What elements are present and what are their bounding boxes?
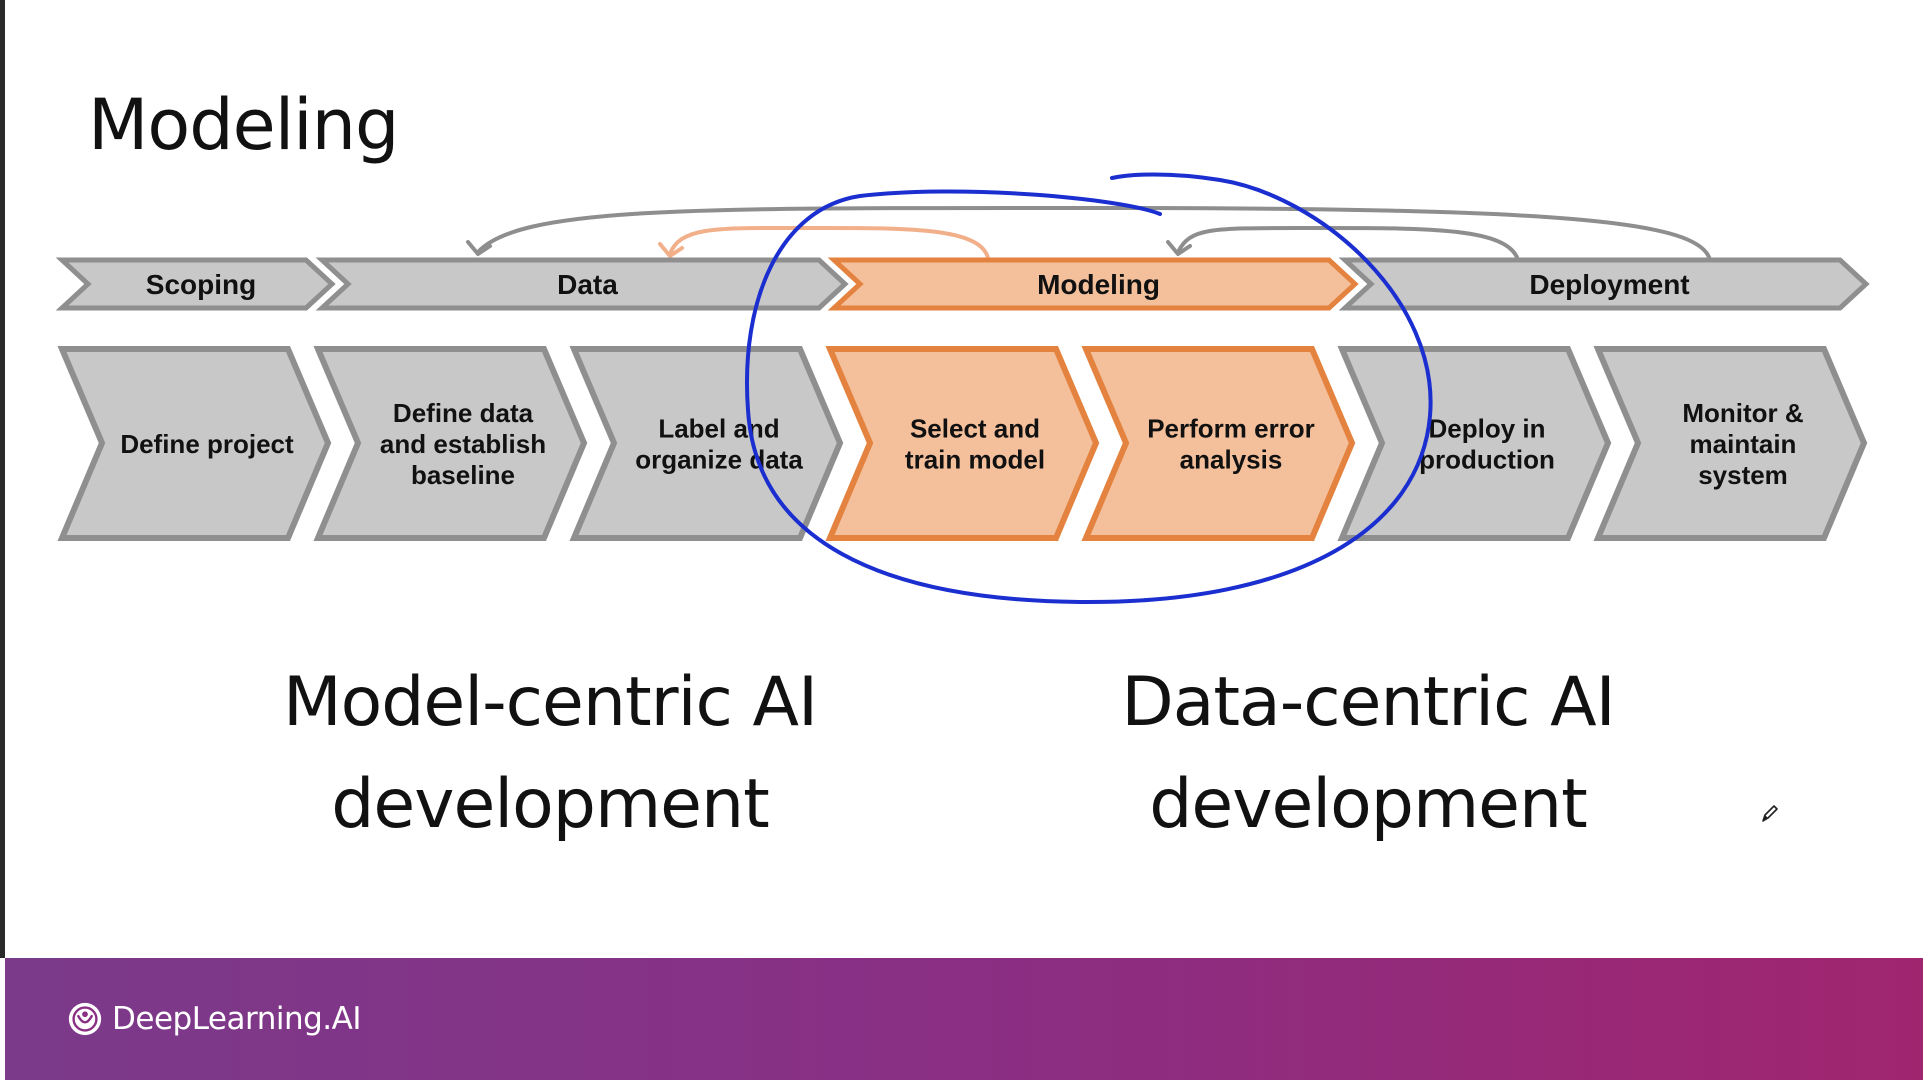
annotation-circle	[745, 172, 1433, 605]
phase-label: Modeling	[1037, 269, 1160, 300]
phase-label: Scoping	[146, 269, 256, 300]
step-label: Monitor &	[1682, 398, 1803, 428]
step-label: system	[1698, 460, 1788, 490]
phase-label: Data	[557, 269, 618, 300]
step-chevron-1	[57, 346, 332, 541]
footer-bar	[5, 958, 1923, 1080]
model-centric-caption: Model-centric AI development	[200, 652, 900, 856]
model-centric-line1: Model-centric AI	[282, 663, 818, 742]
step-label: Select and	[910, 414, 1040, 444]
phase-chevron-modeling	[827, 257, 1359, 311]
step-label: Label and	[658, 414, 779, 444]
step-chevron-7	[1593, 346, 1868, 541]
feedback-arrow-modeling-to-data	[668, 225, 990, 259]
data-centric-line2: development	[1149, 765, 1588, 844]
step-label: Define project	[120, 429, 294, 459]
phase-chevron-scoping	[55, 257, 336, 311]
left-window-edge	[0, 0, 5, 958]
step-chevron-4	[825, 346, 1100, 541]
data-centric-caption: Data-centric AI development	[1058, 652, 1678, 856]
feedback-arrow-deployment-to-modeling	[1176, 225, 1520, 261]
pen-cursor-icon	[1760, 803, 1780, 830]
step-label: organize data	[635, 445, 803, 475]
step-chevron-2	[313, 346, 588, 541]
step-label: analysis	[1180, 445, 1283, 475]
feedback-arrows	[466, 205, 1712, 261]
step-label: production	[1419, 445, 1555, 475]
deeplearning-ai-logo-icon	[68, 1002, 102, 1036]
model-centric-line2: development	[331, 765, 770, 844]
feedback-arrow-deployment-to-data	[476, 205, 1712, 261]
deeplearning-ai-logo: DeepLearning.AI	[66, 1000, 361, 1038]
step-label: maintain	[1690, 429, 1797, 459]
step-label: train model	[905, 445, 1045, 475]
phase-row: Scoping Data Modeling Deployment	[55, 257, 1870, 311]
step-label: and establish	[380, 429, 546, 459]
step-label: Define data	[393, 398, 534, 428]
logo-text: DeepLearning.AI	[112, 1001, 361, 1037]
step-label: Deploy in	[1428, 414, 1545, 444]
phase-label: Deployment	[1529, 269, 1689, 300]
step-chevron-3	[569, 346, 844, 541]
step-chevron-6	[1337, 346, 1612, 541]
step-label: baseline	[411, 460, 515, 490]
data-centric-line1: Data-centric AI	[1121, 663, 1615, 742]
step-chevron-5	[1081, 346, 1356, 541]
phase-chevron-data	[315, 257, 849, 311]
annotation-layer	[745, 172, 1433, 605]
step-label: Perform error	[1147, 414, 1315, 444]
phase-chevron-deployment	[1338, 257, 1870, 311]
slide-title: Modeling	[88, 84, 399, 166]
